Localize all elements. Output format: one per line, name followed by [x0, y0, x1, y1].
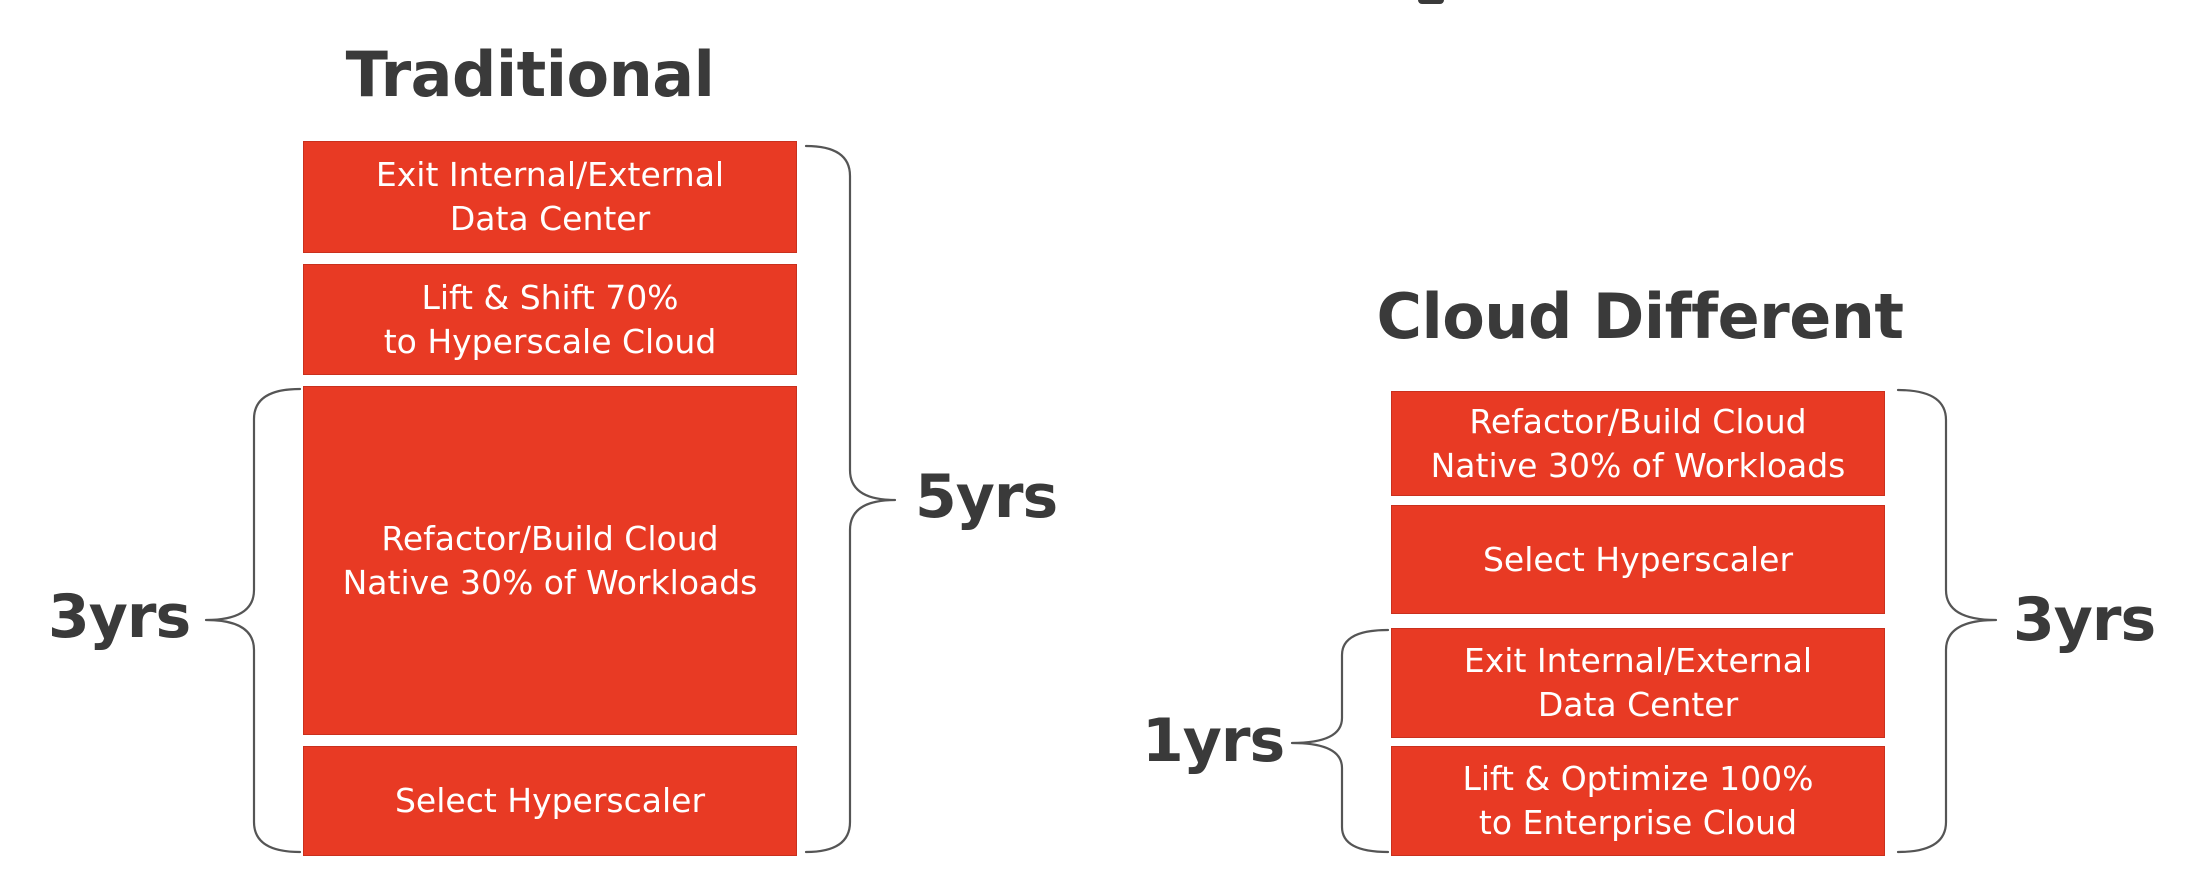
traditional-total-duration: 5yrs [915, 462, 1058, 532]
cloud-step-refactor: Refactor/Build Cloud Native 30% of Workl… [1391, 391, 1885, 496]
traditional-partial-duration: 3yrs [48, 582, 191, 652]
cropped-title-fragment [1418, 0, 1444, 4]
cloud-step-select-hyperscaler: Select Hyperscaler [1391, 505, 1885, 614]
traditional-step-label: Exit Internal/External Data Center [375, 155, 725, 238]
cloud-step-lift-and-optimize: Lift & Optimize 100% to Enterprise Cloud [1391, 746, 1885, 856]
cloud-step-label: Exit Internal/External Data Center [1463, 641, 1813, 724]
cloud-step-label: Select Hyperscaler [1482, 539, 1794, 579]
traditional-step-exit-data-center: Exit Internal/External Data Center [303, 141, 797, 253]
cloud-step-label: Refactor/Build Cloud Native 30% of Workl… [1430, 401, 1846, 485]
cloud-total-brace [1896, 388, 1998, 854]
traditional-step-label: Select Hyperscaler [394, 781, 706, 820]
traditional-step-label: Lift & Shift 70% to Hyperscale Cloud [383, 277, 717, 361]
cloud-different-title: Cloud Different [1376, 280, 1904, 353]
cloud-step-exit-data-center: Exit Internal/External Data Center [1391, 628, 1885, 738]
cloud-step-label: Lift & Optimize 100% to Enterprise Cloud [1462, 759, 1814, 842]
traditional-step-refactor: Refactor/Build Cloud Native 30% of Workl… [303, 386, 797, 735]
traditional-step-label: Refactor/Build Cloud Native 30% of Workl… [342, 518, 758, 602]
cloud-partial-brace [1290, 628, 1390, 854]
traditional-step-lift-and-shift: Lift & Shift 70% to Hyperscale Cloud [303, 264, 797, 375]
cloud-total-duration: 3yrs [2013, 585, 2156, 655]
traditional-title: Traditional [345, 38, 715, 111]
traditional-partial-brace [204, 387, 302, 854]
traditional-total-brace [804, 144, 897, 854]
traditional-step-select-hyperscaler: Select Hyperscaler [303, 746, 797, 856]
cloud-partial-duration: 1yrs [1142, 706, 1285, 776]
